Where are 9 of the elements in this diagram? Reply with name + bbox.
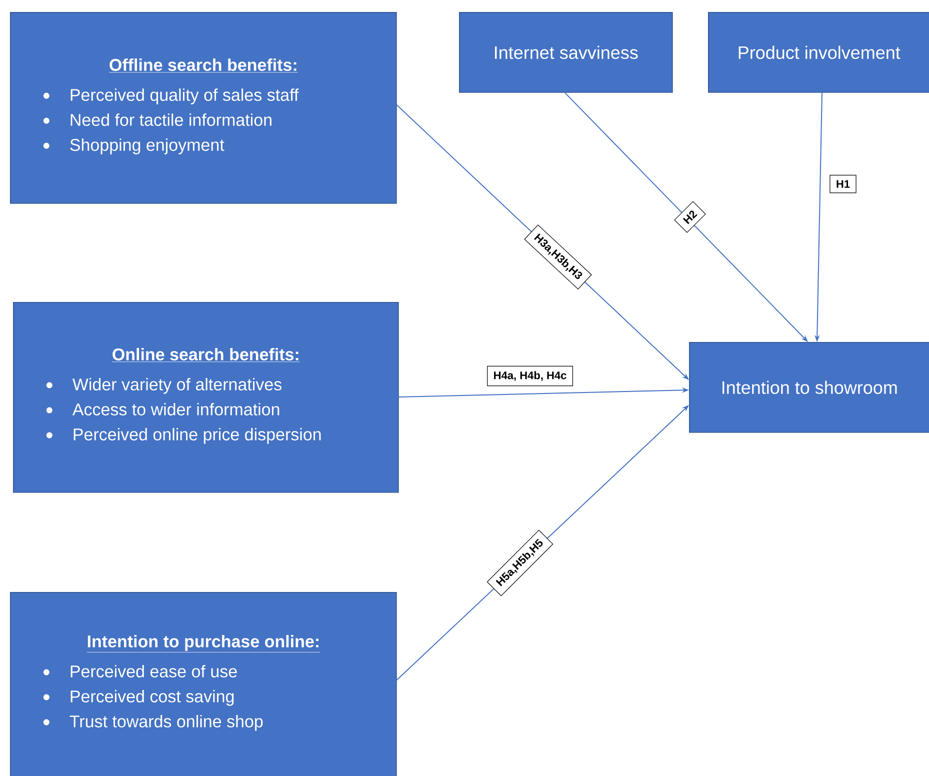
concept-box: Offline search benefits: Perceived quality of sales staff Need for tactile information Shopping enjoyment bbox=[10, 12, 397, 204]
edge-label: H1 bbox=[830, 174, 856, 194]
concept-box: Product involvement bbox=[708, 12, 929, 93]
concept-box: Online search benefits: Wider variety of alternatives Access to wider information Perceived online price dispersion bbox=[13, 302, 399, 493]
concept-box: Intention to purchase online: Perceived ease of use Perceived cost saving Trust towards online shop bbox=[10, 592, 397, 776]
concept-box: Internet savviness bbox=[459, 12, 673, 93]
concept-box: Intention to showroom bbox=[689, 342, 929, 433]
edge-label: H2 bbox=[674, 201, 706, 233]
edge-label: H4a, H4b, H4c bbox=[487, 366, 573, 386]
